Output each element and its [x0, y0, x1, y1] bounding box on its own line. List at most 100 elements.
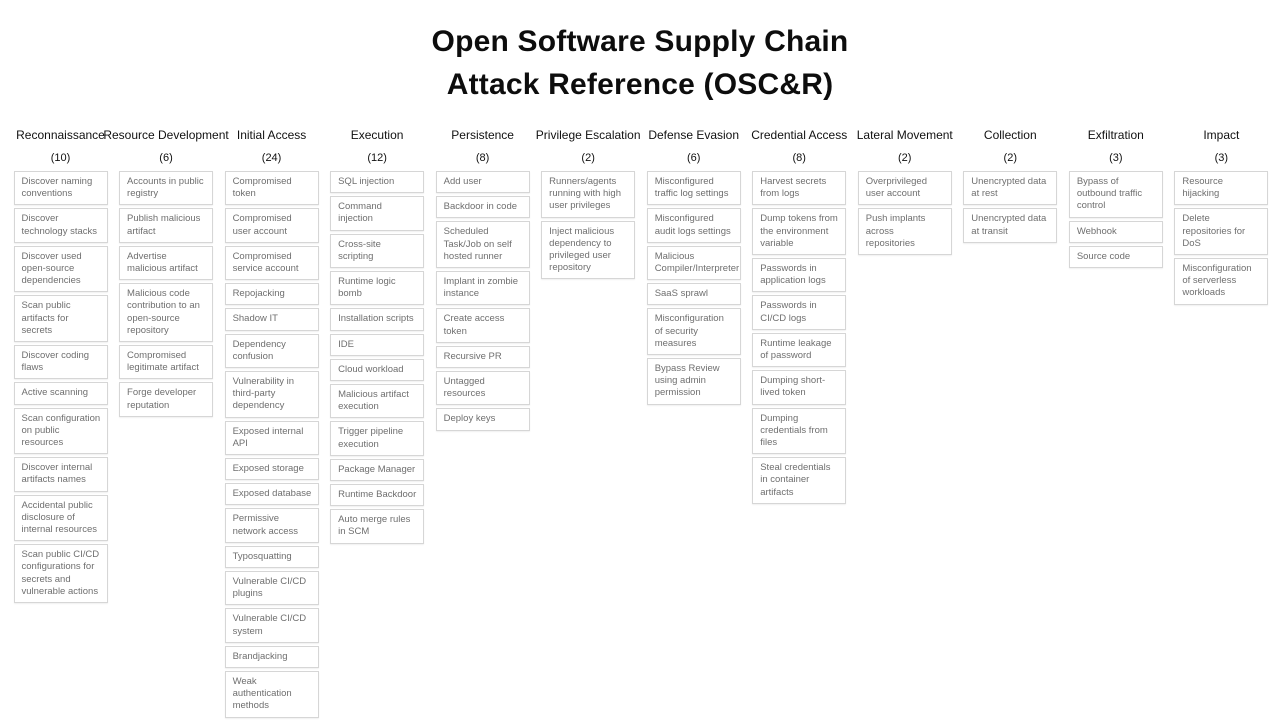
technique-cell: Exposed internal API — [224, 420, 319, 456]
tactic-header: Initial Access — [236, 128, 307, 142]
tactic-column: Resource Development(6)Accounts in publi… — [103, 125, 229, 720]
tactic-count: (8) — [792, 152, 806, 164]
technique-cell: Misconfiguration of security measures — [646, 308, 741, 356]
technique-cell: Misconfigured audit logs settings — [646, 208, 741, 243]
technique-cell: Compromised token — [224, 171, 319, 206]
tactic-count: (2) — [1003, 152, 1017, 164]
technique-cell: Compromised user account — [224, 208, 319, 243]
technique-cell: Discover technology stacks — [13, 208, 108, 243]
technique-cell: Repojacking — [224, 283, 319, 306]
tactic-count: (6) — [686, 152, 701, 164]
tactic-column: Defense Evasion(6)Misconfigured traffic … — [643, 125, 744, 720]
technique-cell: Permissive network access — [224, 508, 319, 543]
technique-cell: Misconfiguration of serverless workloads — [1174, 258, 1269, 305]
tactic-count: (3) — [1214, 152, 1229, 164]
technique-cell: SQL injection — [330, 171, 425, 194]
technique-cell: Cross-site scripting — [330, 233, 425, 269]
technique-cell: Dumping short-lived token — [752, 370, 847, 405]
technique-cell: Source code — [1068, 245, 1163, 269]
technique-cell: Vulnerable CI/CD system — [224, 608, 319, 643]
technique-cell: SaaS sprawl — [646, 283, 741, 306]
technique-cell: Accidental public disclosure of internal… — [13, 494, 108, 542]
tactic-column: Exfiltration (3) Bypass of outbound traffi… — [1065, 125, 1166, 720]
technique-cell: Auto merge rules in SCM — [330, 509, 425, 544]
technique-cell: Create access token — [435, 308, 530, 343]
tactic-column: Credential Access (8) Harvest secrets from… — [749, 125, 850, 720]
tactic-header: Exfiltration — [1087, 128, 1144, 142]
technique-cell: Runners/agents running with high user pr… — [541, 171, 636, 218]
technique-cell: Unencrypted data at rest — [963, 171, 1058, 206]
tactic-column: Lateral Movement(2)Overprivileged user a… — [854, 125, 955, 720]
technique-cell: Active scanning — [13, 382, 108, 405]
technique-cell: Bypass Review using admin permission — [646, 358, 741, 405]
attack-matrix: Reconnaissance(10)Discover naming conven… — [10, 125, 1272, 720]
technique-cell: Cloud workload — [330, 358, 425, 382]
technique-list: Runners/agents running with high user pr… — [541, 171, 636, 282]
technique-cell: Resource hijacking — [1174, 171, 1269, 206]
tactic-count: (8) — [475, 152, 490, 164]
technique-cell: Brandjacking — [224, 645, 319, 669]
title-line-1: Open Software Supply Chain — [431, 25, 849, 58]
technique-cell: Accounts in public registry — [119, 171, 214, 206]
technique-cell: Webhook — [1068, 220, 1163, 243]
technique-cell: Deploy keys — [435, 408, 530, 431]
page-title: Open Software Supply Chain Attack Refere… — [0, 20, 1280, 106]
technique-cell: Publish malicious artifact — [119, 208, 214, 243]
technique-cell: Discover naming conventions — [13, 171, 108, 206]
technique-cell: Harvest secrets from logs — [752, 171, 847, 206]
tactic-count: (3) — [1109, 152, 1123, 164]
technique-cell: Command injection — [330, 196, 425, 231]
technique-cell: Scan configuration on public resources — [13, 407, 108, 455]
technique-cell: Scan public artifacts for secrets — [13, 295, 108, 343]
technique-cell: Malicious Compiler/Interpreter — [646, 245, 741, 281]
tactic-header: Collection — [983, 128, 1037, 142]
technique-cell: Forge developer reputation — [119, 382, 214, 417]
technique-cell: Discover used open-source dependencies — [13, 245, 108, 293]
technique-cell: Runtime leakage of password — [752, 332, 847, 368]
technique-cell: Bypass of outbound traffic control — [1068, 171, 1163, 218]
tactic-header: Privilege Escalation — [535, 128, 641, 142]
tactic-column: Reconnaissance(10)Discover naming conven… — [10, 125, 111, 720]
technique-cell: Steal credentials in container artifacts — [752, 457, 847, 504]
technique-cell: Implant in zombie instance — [435, 271, 530, 306]
technique-cell: Dependency confusion — [224, 333, 319, 369]
technique-cell: Installation scripts — [330, 308, 425, 331]
tactic-count: (24) — [261, 152, 282, 164]
technique-cell: Compromised legitimate artifact — [119, 345, 214, 380]
tactic-count: (10) — [50, 152, 71, 164]
technique-cell: Misconfigured traffic log settings — [646, 171, 741, 206]
technique-cell: Runtime Backdoor — [330, 484, 425, 507]
tactic-header: Execution — [350, 128, 404, 142]
technique-cell: Advertise malicious artifact — [119, 245, 214, 281]
technique-cell: IDE — [330, 333, 425, 356]
technique-cell: Overprivileged user account — [857, 171, 952, 206]
technique-cell: Shadow IT — [224, 308, 319, 331]
technique-cell: Package Manager — [330, 458, 425, 482]
technique-cell: Unencrypted data at transit — [963, 208, 1058, 243]
technique-cell: Dumping credentials from files — [752, 407, 847, 455]
tactic-header: Persistence — [451, 128, 514, 142]
tactic-header: Credential Access — [751, 128, 848, 142]
technique-cell: Exposed storage — [224, 458, 319, 481]
technique-cell: Inject malicious dependency to privilege… — [541, 220, 636, 280]
technique-cell: Malicious code contribution to an open-s… — [119, 283, 214, 343]
technique-cell: Passwords in CI/CD logs — [752, 295, 847, 330]
technique-cell: Discover coding flaws — [13, 345, 108, 380]
technique-cell: Passwords in application logs — [752, 258, 847, 293]
tactic-count: (2) — [898, 152, 912, 164]
technique-cell: Discover internal artifacts names — [13, 457, 108, 492]
